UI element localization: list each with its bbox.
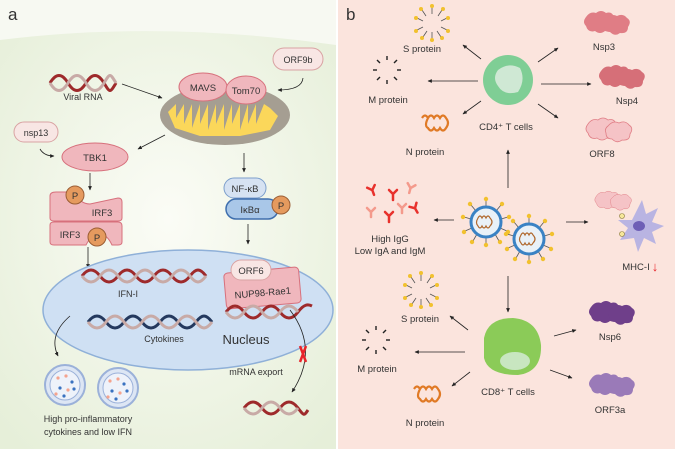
ikba-label: IκBα [240, 205, 260, 216]
cytokines-label: Cytokines [144, 334, 184, 344]
s-protein-icon [402, 270, 440, 310]
nucleus-label: Nucleus [223, 332, 270, 347]
arrow [553, 329, 577, 337]
phospho-label: P [278, 201, 284, 212]
cd4-label: CD4⁺ T cells [479, 122, 533, 133]
nsp4-label: Nsp4 [616, 96, 638, 107]
antibodies-icon [365, 181, 419, 224]
panel-letter-a: a [8, 5, 18, 24]
m-protein-icon [372, 55, 402, 85]
n-protein-icon [412, 385, 442, 403]
phospho-label: P [72, 191, 78, 202]
orf8-icon [585, 117, 633, 143]
cd4-m-protein-label: M protein [368, 95, 408, 106]
irf3-top-label: IRF3 [92, 208, 113, 219]
exported-mrna-icon [242, 400, 310, 416]
nsp3-icon [584, 11, 630, 35]
virus-particle-icon [502, 212, 556, 266]
cd8-label: CD8⁺ T cells [481, 387, 535, 398]
orf9b-label: ORF9b [283, 55, 312, 65]
cd4-nucleus [495, 65, 523, 94]
arrow [277, 77, 304, 92]
panel-b-diagram: b S protein M protein N protein CD4⁺ T c… [346, 3, 664, 429]
orf6-node [230, 259, 272, 281]
phospho-icon [65, 185, 85, 205]
nfkb-label: NF-κB [232, 184, 259, 195]
arrow [449, 315, 469, 331]
mavs-label: MAVS [190, 83, 216, 94]
mhc-label: MHC-I [622, 262, 649, 273]
phospho-label: P [94, 233, 100, 244]
arrow [137, 134, 166, 150]
ifn-label: IFN-I [118, 289, 138, 299]
nsp6-icon [589, 301, 635, 325]
block-x-icon [298, 345, 308, 363]
orf3a-icon [589, 373, 635, 397]
viral-rna-label: Viral RNA [63, 92, 102, 102]
arrow [39, 148, 55, 158]
nfkb-node [223, 177, 267, 199]
panel-b: b S protein M protein N protein CD4⁺ T c… [338, 0, 675, 449]
tom70-node [225, 75, 267, 105]
tom70-label: Tom70 [232, 86, 261, 97]
s-protein-icon [413, 3, 451, 43]
arrow [451, 371, 471, 387]
arrow [537, 47, 559, 63]
panel-a-diagram: a Viral RNA ORF9b MAVS Tom70 nsp13 TBK1 … [0, 5, 336, 449]
n-protein-icon [420, 114, 450, 132]
dendritic-cell-nucleus [633, 221, 645, 231]
phospho-icon [271, 195, 291, 215]
cytokine-dna-icon [86, 314, 214, 330]
orf6-label: ORF6 [238, 266, 263, 277]
irf3-bottom-label: IRF3 [60, 230, 81, 241]
viral-rna-icon [48, 74, 118, 92]
cd4-s-protein-label: S protein [403, 44, 441, 55]
mrna-export-label: mRNA export [229, 367, 283, 377]
mhc-down-arrow-icon: ↓ [652, 259, 659, 274]
cd8-nucleus [500, 352, 530, 370]
cytokine-vesicle-icon [97, 367, 139, 409]
phospho-icon [87, 227, 107, 247]
arrow [54, 315, 71, 357]
cd8-n-protein-label: N protein [406, 418, 445, 429]
nsp6-label: Nsp6 [599, 332, 621, 343]
arrow [549, 369, 573, 379]
outcome-line2: cytokines and low IFN [44, 427, 132, 437]
nsp4-icon [599, 65, 645, 89]
antibody-line2: Low IgA and IgM [355, 246, 426, 257]
antibody-line1: High IgG [371, 234, 409, 245]
arrow [537, 103, 559, 119]
nsp3-label: Nsp3 [593, 42, 615, 53]
nup98-label: NUP98-Rae1 [234, 286, 291, 302]
virus-particle-icon [459, 195, 513, 249]
panel-letter-b: b [346, 5, 355, 24]
cd8-m-protein-label: M protein [357, 364, 397, 375]
cytokine-vesicle-icon [44, 364, 86, 406]
tbk1-node [61, 142, 129, 172]
mhc-molecule-icon [619, 213, 625, 237]
irf3-bottom-node [49, 221, 123, 246]
arrow [121, 83, 163, 99]
tbk1-label: TBK1 [83, 153, 107, 164]
cd8-s-protein-label: S protein [401, 314, 439, 325]
nup98-dna-icon [224, 303, 313, 320]
orf8-label: ORF8 [589, 149, 614, 160]
panel-a: a Viral RNA ORF9b MAVS Tom70 nsp13 TBK1 … [0, 0, 336, 449]
orf3a-label: ORF3a [595, 405, 626, 416]
nsp13-node [13, 121, 59, 143]
ifn-dna-icon [80, 268, 208, 284]
cd4-n-protein-label: N protein [406, 147, 445, 158]
m-protein-icon [361, 325, 391, 355]
arrow [462, 100, 482, 115]
nsp13-label: nsp13 [24, 128, 49, 138]
orf9b-node [272, 47, 324, 71]
arrow [462, 44, 482, 60]
outcome-line1: High pro-inflammatory [44, 414, 133, 424]
mitochondrion-icon [160, 85, 290, 145]
orf8-bound-icon [594, 190, 632, 211]
